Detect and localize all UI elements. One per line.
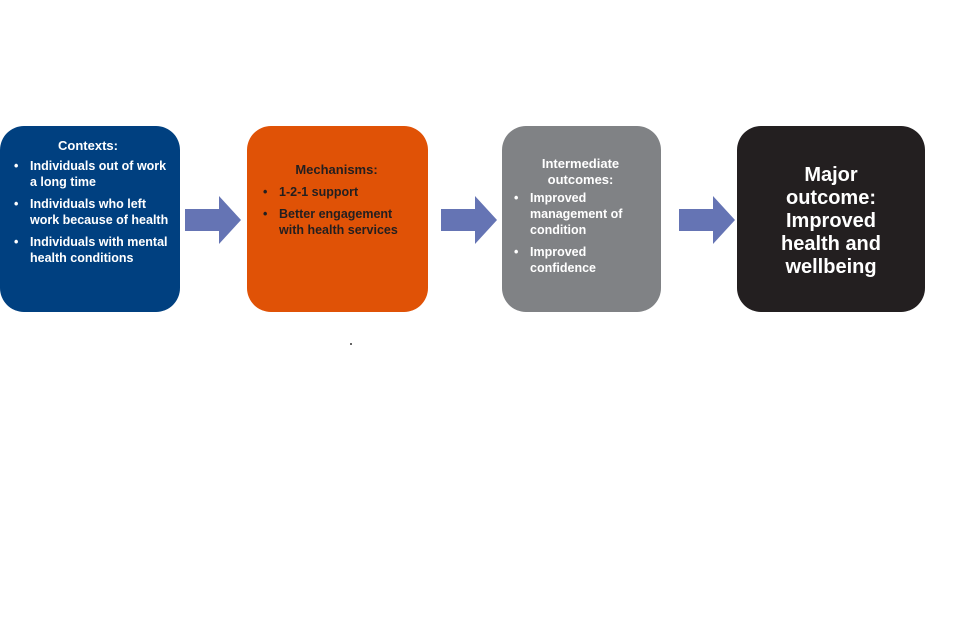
stray-dot [350, 343, 352, 345]
list-item: • Individuals who left work because of he… [6, 196, 170, 228]
major-outcome-title: Major outcome: Improved health and wellb… [780, 164, 881, 278]
item-text: Improved confidence [530, 245, 596, 275]
bullet: • [514, 245, 519, 259]
contexts-list: • Individuals out of work a long time • In… [6, 158, 170, 266]
mechanisms-box: Mechanisms: • 1-2-1 support • Better engag… [247, 126, 428, 312]
bullet: • [263, 185, 268, 199]
bullet: • [14, 197, 19, 211]
bullet: • [14, 235, 19, 249]
list-item: • Individuals with mental health conditio… [6, 234, 170, 266]
intermediate-list: • Improved management of condition • Impro… [506, 190, 655, 276]
arrow-right-icon [679, 196, 735, 244]
list-item: • Improved management of condition [506, 190, 655, 238]
contexts-box: Contexts: • Individuals out of work a lon… [0, 126, 180, 312]
arrow-right-icon [441, 196, 497, 244]
list-item: • Improved confidence [506, 244, 655, 276]
item-text: Individuals who left work because of hea… [30, 197, 169, 227]
major-outcome-box: Major outcome: Improved health and wellb… [737, 126, 925, 312]
arrow-right-icon [185, 196, 241, 244]
intermediate-box: Intermediate outcomes: • Improved managem… [502, 126, 661, 312]
bullet: • [263, 207, 268, 221]
item-text: Individuals out of work a long time [30, 159, 167, 189]
item-text: 1-2-1 support [279, 185, 359, 199]
item-text: Individuals with mental health condition… [30, 235, 168, 265]
bullet: • [514, 191, 519, 205]
item-text: Better engagement with health services [279, 207, 398, 237]
list-item: • Better engagement with health services [255, 206, 418, 238]
mechanisms-list: • 1-2-1 support • Better engagement with h… [255, 184, 418, 238]
intermediate-title: Intermediate outcomes: [541, 156, 620, 187]
bullet: • [14, 159, 19, 173]
list-item: • Individuals out of work a long time [6, 158, 170, 190]
list-item: • 1-2-1 support [255, 184, 418, 200]
item-text: Improved management of condition [530, 191, 623, 237]
mechanisms-title: Mechanisms: [295, 162, 378, 177]
contexts-title: Contexts: [58, 138, 118, 153]
